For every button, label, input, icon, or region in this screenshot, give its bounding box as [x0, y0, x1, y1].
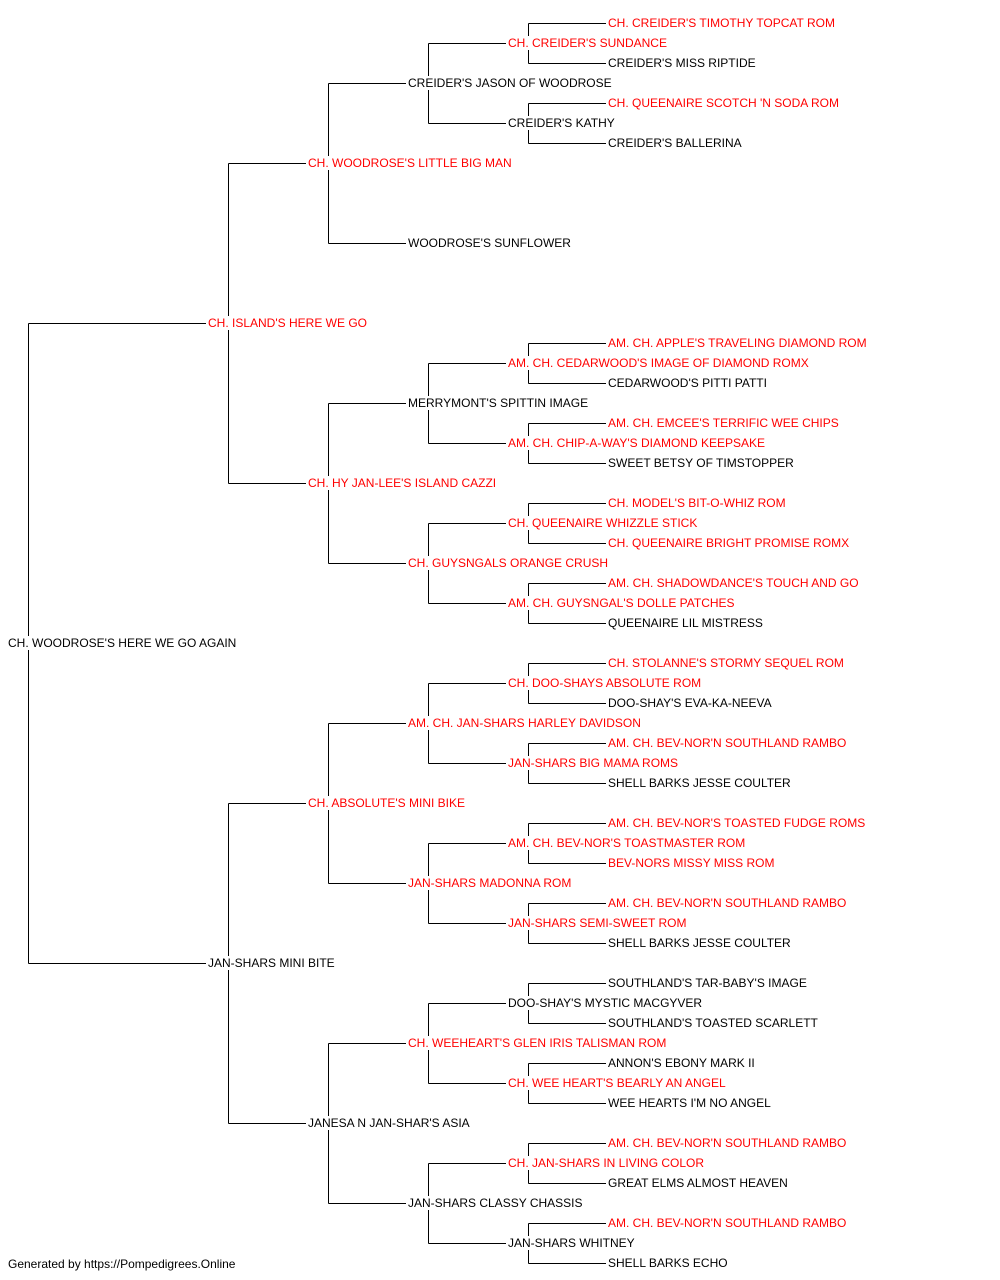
pedigree-entry: DOO-SHAY'S EVA-KA-NEEVA — [607, 696, 773, 710]
pedigree-entry: CH. CREIDER'S TIMOTHY TOPCAT ROM — [607, 16, 836, 30]
pedigree-entry: CH. ISLAND'S HERE WE GO — [207, 316, 368, 330]
pedigree-entry: JAN-SHARS CLASSY CHASSIS — [407, 1196, 584, 1210]
pedigree-entry: ANNON'S EBONY MARK II — [607, 1056, 756, 1070]
pedigree-entry: WEE HEARTS I'M NO ANGEL — [607, 1096, 772, 1110]
pedigree-entry: CH. JAN-SHARS IN LIVING COLOR — [507, 1156, 706, 1170]
pedigree-entry: SHELL BARKS ECHO — [607, 1256, 729, 1270]
pedigree-entry: AM. CH. BEV-NOR'N SOUTHLAND RAMBO — [607, 1216, 848, 1230]
pedigree-entry: CH. QUEENAIRE WHIZZLE STICK — [507, 516, 699, 530]
pedigree-entry: JAN-SHARS MADONNA ROM — [407, 876, 573, 890]
pedigree-entry: CH. WEE HEART'S BEARLY AN ANGEL — [507, 1076, 727, 1090]
pedigree-entry: JAN-SHARS SEMI-SWEET ROM — [507, 916, 688, 930]
pedigree-entry: CH. MODEL'S BIT-O-WHIZ ROM — [607, 496, 787, 510]
pedigree-entry: CH. QUEENAIRE SCOTCH 'N SODA ROM — [607, 96, 840, 110]
pedigree-entry: AM. CH. CHIP-A-WAY'S DIAMOND KEEPSAKE — [507, 436, 766, 450]
pedigree-entry: SOUTHLAND'S TOASTED SCARLETT — [607, 1016, 819, 1030]
pedigree-entry: AM. CH. BEV-NOR'N SOUTHLAND RAMBO — [607, 1136, 848, 1150]
pedigree-entry: AM. CH. SHADOWDANCE'S TOUCH AND GO — [607, 576, 860, 590]
pedigree-entry: AM. CH. CEDARWOOD'S IMAGE OF DIAMOND ROM… — [507, 356, 810, 370]
pedigree-entry: AM. CH. GUYSNGAL'S DOLLE PATCHES — [507, 596, 736, 610]
pedigree-entry: CH. CREIDER'S SUNDANCE — [507, 36, 668, 50]
pedigree-entry: CREIDER'S MISS RIPTIDE — [607, 56, 757, 70]
pedigree-entry: GREAT ELMS ALMOST HEAVEN — [607, 1176, 789, 1190]
pedigree-entry: JAN-SHARS MINI BITE — [207, 956, 336, 970]
pedigree-entry: SHELL BARKS JESSE COULTER — [607, 776, 792, 790]
pedigree-entry: QUEENAIRE LIL MISTRESS — [607, 616, 764, 630]
pedigree-entry: JAN-SHARS BIG MAMA ROMS — [507, 756, 680, 770]
pedigree-entry: AM. CH. BEV-NOR'N SOUTHLAND RAMBO — [607, 736, 848, 750]
pedigree-entry: AM. CH. EMCEE'S TERRIFIC WEE CHIPS — [607, 416, 840, 430]
pedigree-entry: CH. QUEENAIRE BRIGHT PROMISE ROMX — [607, 536, 851, 550]
pedigree-entry: SOUTHLAND'S TAR-BABY'S IMAGE — [607, 976, 808, 990]
pedigree-entry: CH. GUYSNGALS ORANGE CRUSH — [407, 556, 610, 570]
pedigree-entry: AM. CH. JAN-SHARS HARLEY DAVIDSON — [407, 716, 642, 730]
pedigree-entry: CH. WOODROSE'S LITTLE BIG MAN — [307, 156, 513, 170]
pedigree-entry: CH. WOODROSE'S HERE WE GO AGAIN — [7, 636, 238, 650]
footer-credit: Generated by https://Pompedigrees.Online — [8, 1257, 236, 1271]
pedigree-entry: CH. HY JAN-LEE'S ISLAND CAZZI — [307, 476, 498, 490]
pedigree-entry: AM. CH. BEV-NOR'S TOASTMASTER ROM — [507, 836, 747, 850]
pedigree-entry: JAN-SHARS WHITNEY — [507, 1236, 636, 1250]
pedigree-entry: SHELL BARKS JESSE COULTER — [607, 936, 792, 950]
pedigree-entry: WOODROSE'S SUNFLOWER — [407, 236, 572, 250]
pedigree-entry: JANESA N JAN-SHAR'S ASIA — [307, 1116, 471, 1130]
pedigree-entry: CREIDER'S BALLERINA — [607, 136, 743, 150]
pedigree-entry: AM. CH. BEV-NOR'S TOASTED FUDGE ROMS — [607, 816, 867, 830]
pedigree-entry: CREIDER'S JASON OF WOODROSE — [407, 76, 613, 90]
pedigree-entry: CREIDER'S KATHY — [507, 116, 616, 130]
pedigree-entry: SWEET BETSY OF TIMSTOPPER — [607, 456, 795, 470]
pedigree-entry: DOO-SHAY'S MYSTIC MACGYVER — [507, 996, 704, 1010]
pedigree-entry: CH. STOLANNE'S STORMY SEQUEL ROM — [607, 656, 845, 670]
pedigree-entry: CH. WEEHEART'S GLEN IRIS TALISMAN ROM — [407, 1036, 668, 1050]
pedigree-entry: CH. ABSOLUTE'S MINI BIKE — [307, 796, 466, 810]
pedigree-entry: MERRYMONT'S SPITTIN IMAGE — [407, 396, 590, 410]
pedigree-entry: AM. CH. APPLE'S TRAVELING DIAMOND ROM — [607, 336, 868, 350]
pedigree-entry: AM. CH. BEV-NOR'N SOUTHLAND RAMBO — [607, 896, 848, 910]
pedigree-entry: CEDARWOOD'S PITTI PATTI — [607, 376, 768, 390]
pedigree-entry: CH. DOO-SHAYS ABSOLUTE ROM — [507, 676, 703, 690]
pedigree-entry: BEV-NORS MISSY MISS ROM — [607, 856, 776, 870]
